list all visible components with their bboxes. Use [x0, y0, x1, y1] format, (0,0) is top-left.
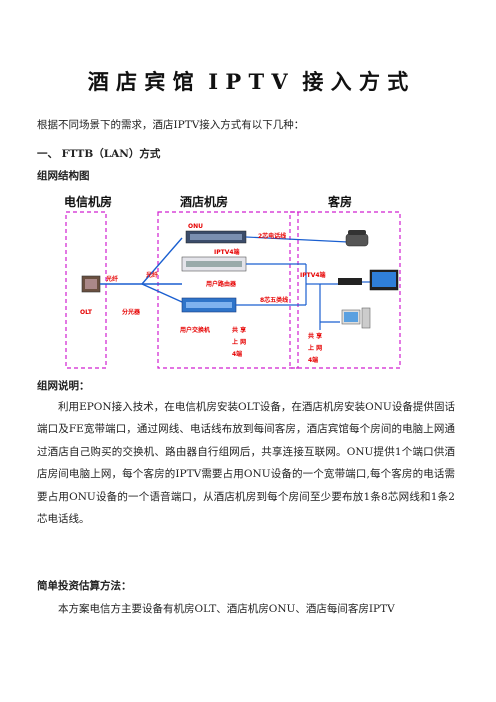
switch-device-icon	[181, 297, 237, 313]
section-heading: 一、 FTTB（LAN）方式	[37, 148, 161, 160]
router-label: 用户路由器	[205, 280, 237, 288]
invest-text: 本方案电信方主要设备有机房OLT、酒店机房ONU、酒店每间客房IPTV	[58, 603, 395, 615]
network-diagram: 电信机房 酒店机房 客房 OLT 光纤 光纤 分光器 ONU IPTV4端 用户…	[64, 194, 401, 369]
phone-line-label: 2芯电话线	[258, 232, 286, 240]
olt-device-icon	[81, 275, 101, 293]
explain-heading: 组网说明：	[37, 380, 90, 392]
invest-heading: 简单投资估算方法：	[37, 580, 132, 592]
doc-title: 酒 店 宾 馆 I P T V 接 入 方 式	[87, 69, 409, 94]
switch-label: 用户交换机	[179, 326, 210, 334]
fiber-label-1: 光纤	[105, 275, 118, 283]
invest-paragraph: 本方案电信方主要设备有机房OLT、酒店机房ONU、酒店每间客房IPTV	[37, 598, 455, 620]
telecom-room-label: 电信机房	[64, 194, 112, 209]
guest-room-label: 客房	[327, 194, 352, 209]
iptv-port-label: IPTV4端	[214, 248, 240, 256]
tv-icon	[369, 269, 399, 291]
explain-paragraph: 利用EPON接入技术，在电信机房安装OLT设备，在酒店机房安装ONU设备提供固话…	[37, 396, 455, 530]
hotel-room-label: 酒店机房	[180, 194, 228, 209]
onu-label: ONU	[188, 223, 203, 230]
olt-label: OLT	[80, 309, 93, 316]
explain-text: 利用EPON接入技术，在电信机房安装OLT设备，在酒店机房安装ONU设备提供固话…	[37, 401, 455, 526]
set-top-box-icon	[338, 278, 362, 285]
fiber-label-2: 光纤	[145, 271, 158, 279]
intro-text: 根据不同场景下的需求，酒店IPTV接入方式有以下几种：	[37, 119, 305, 131]
hotel-zone	[157, 211, 299, 369]
router-device-icon	[181, 256, 247, 272]
structure-heading: 组网结构图	[37, 170, 90, 182]
onu-device-icon	[185, 230, 247, 244]
cable-label: 8芯五类线	[260, 296, 288, 304]
computer-icon	[341, 307, 371, 329]
splitter-label: 分光器	[122, 308, 141, 316]
iptv-port-guest-label: IPTV4端	[300, 271, 326, 279]
phone-icon	[345, 230, 369, 247]
